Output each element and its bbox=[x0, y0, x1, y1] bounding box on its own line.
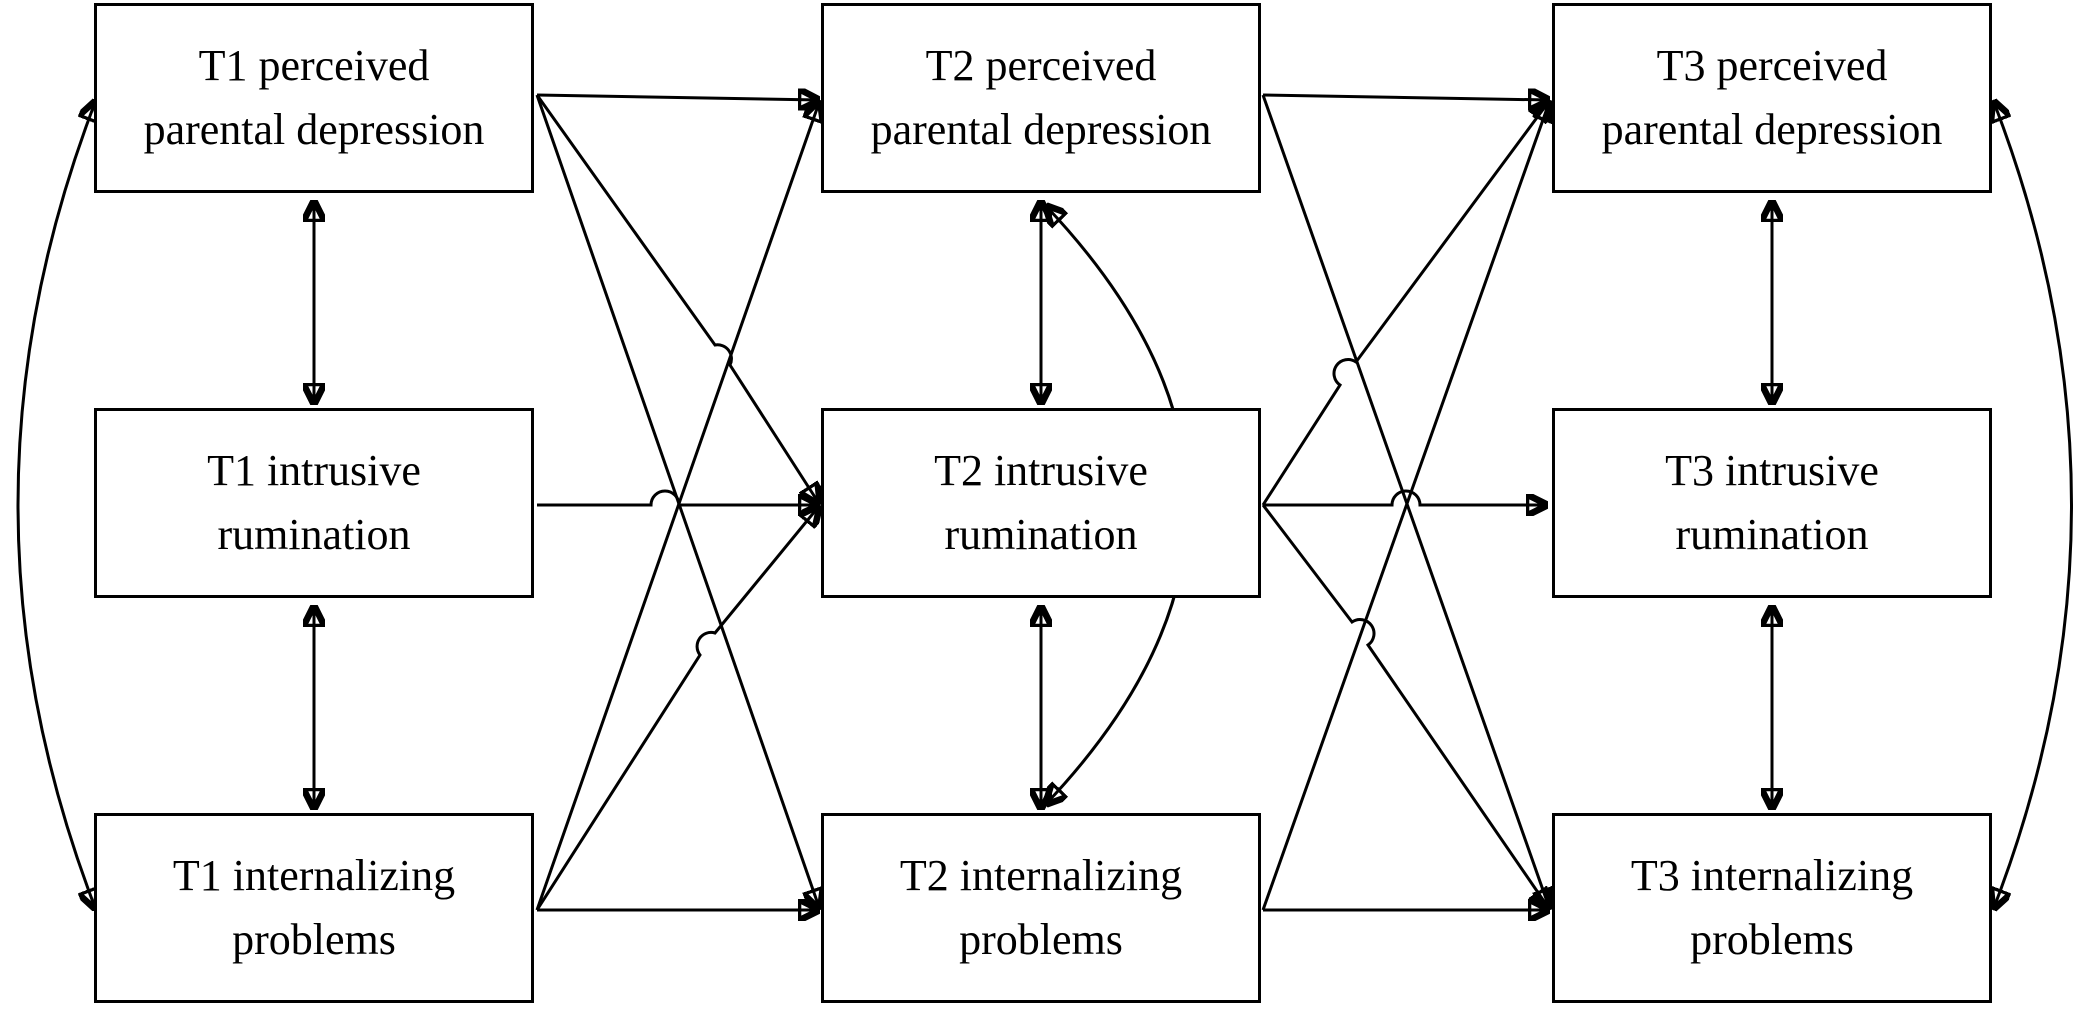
node-label-line2: rumination bbox=[217, 510, 411, 559]
node-label-line1: T3 perceived bbox=[1656, 41, 1888, 90]
node-t1-perceived-parental-depression: T1 perceived parental depression bbox=[94, 3, 534, 193]
node-t1-internalizing-problems: T1 internalizing problems bbox=[94, 813, 534, 1003]
path-t1-depression-to-t2-rumination bbox=[535, 94, 820, 505]
node-label-line1: T2 intrusive bbox=[934, 446, 1148, 495]
node-label-line1: T1 perceived bbox=[198, 41, 430, 90]
path-t1-internalizing-to-t2-depression bbox=[535, 100, 820, 911]
node-label-line2: parental depression bbox=[1601, 105, 1943, 154]
node-label-line2: problems bbox=[232, 915, 396, 964]
path-t1-internalizing-to-t2-rumination bbox=[535, 505, 820, 911]
node-label-line1: T3 internalizing bbox=[1630, 851, 1914, 900]
node-label-line1: T1 intrusive bbox=[207, 446, 421, 495]
node-t2-perceived-parental-depression: T2 perceived parental depression bbox=[821, 3, 1261, 193]
node-t2-intrusive-rumination: T2 intrusive rumination bbox=[821, 408, 1261, 598]
node-t1-intrusive-rumination: T1 intrusive rumination bbox=[94, 408, 534, 598]
path-t2-depression-to-t3-depression bbox=[1262, 95, 1550, 100]
path-t2-rumination-to-t3-internalizing bbox=[1261, 504, 1550, 910]
node-t3-perceived-parental-depression: T3 perceived parental depression bbox=[1552, 3, 1992, 193]
node-label-line1: T1 internalizing bbox=[172, 851, 456, 900]
node-t3-intrusive-rumination: T3 intrusive rumination bbox=[1552, 408, 1992, 598]
node-label-line2: parental depression bbox=[870, 105, 1212, 154]
node-label-line2: rumination bbox=[944, 510, 1138, 559]
node-label-line2: rumination bbox=[1675, 510, 1869, 559]
node-label-line1: T2 perceived bbox=[925, 41, 1157, 90]
node-label-line2: problems bbox=[1690, 915, 1854, 964]
path-t2-rumination-to-t3-rumination bbox=[1263, 489, 1548, 505]
node-label-line1: T2 internalizing bbox=[899, 851, 1183, 900]
cov-t1-depression-internalizing bbox=[16, 100, 96, 910]
path-t2-rumination-to-t3-depression bbox=[1261, 100, 1550, 506]
node-label-line1: T3 intrusive bbox=[1665, 446, 1879, 495]
node-t3-internalizing-problems: T3 internalizing problems bbox=[1552, 813, 1992, 1003]
node-label-line2: parental depression bbox=[143, 105, 485, 154]
path-t2-internalizing-to-t3-depression bbox=[1261, 100, 1550, 911]
cov-t3-depression-internalizing bbox=[1993, 100, 2073, 910]
node-t2-internalizing-problems: T2 internalizing problems bbox=[821, 813, 1261, 1003]
node-label-line2: problems bbox=[959, 915, 1123, 964]
path-t1-depression-to-t2-depression bbox=[536, 95, 820, 100]
